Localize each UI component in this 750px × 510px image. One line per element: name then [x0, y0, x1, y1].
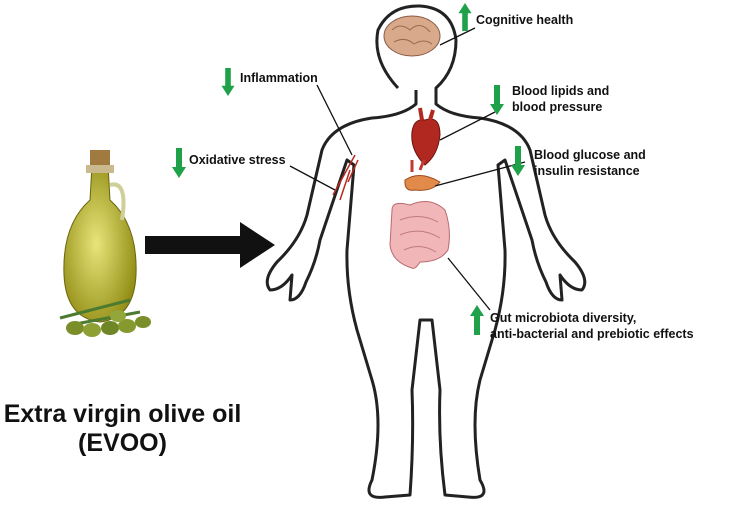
- effect-label-cognitive-health: Cognitive health: [476, 13, 574, 27]
- effect-label-gut-microbiota: Gut microbiota diversity,anti-bacterial …: [490, 311, 694, 341]
- product-title: Extra virgin olive oil: [3, 400, 242, 428]
- product-abbreviation: (EVOO): [78, 429, 167, 457]
- arrow-up-icon: [470, 305, 484, 335]
- heart-icon: [411, 107, 441, 166]
- arrow-down-icon: [511, 146, 525, 176]
- olive-oil-bottle-icon: [63, 150, 137, 323]
- arrow-down-icon: [172, 148, 186, 178]
- arrow-down-icon: [490, 85, 504, 115]
- brain-icon: [383, 15, 441, 57]
- big-arrow-icon: [145, 222, 275, 268]
- olives-icon: [59, 298, 151, 337]
- human-body-outline: [265, 4, 587, 499]
- pancreas-icon: [404, 159, 441, 191]
- effect-label-oxidative-stress: Oxidative stress: [189, 153, 286, 167]
- effect-label-inflammation: Inflammation: [240, 71, 318, 85]
- arrow-down-icon: [221, 68, 235, 96]
- intestines-icon: [389, 200, 450, 269]
- arrow-up-icon: [458, 3, 472, 31]
- leader-lines: [289, 27, 526, 311]
- blood-vessels-icon: [332, 154, 359, 201]
